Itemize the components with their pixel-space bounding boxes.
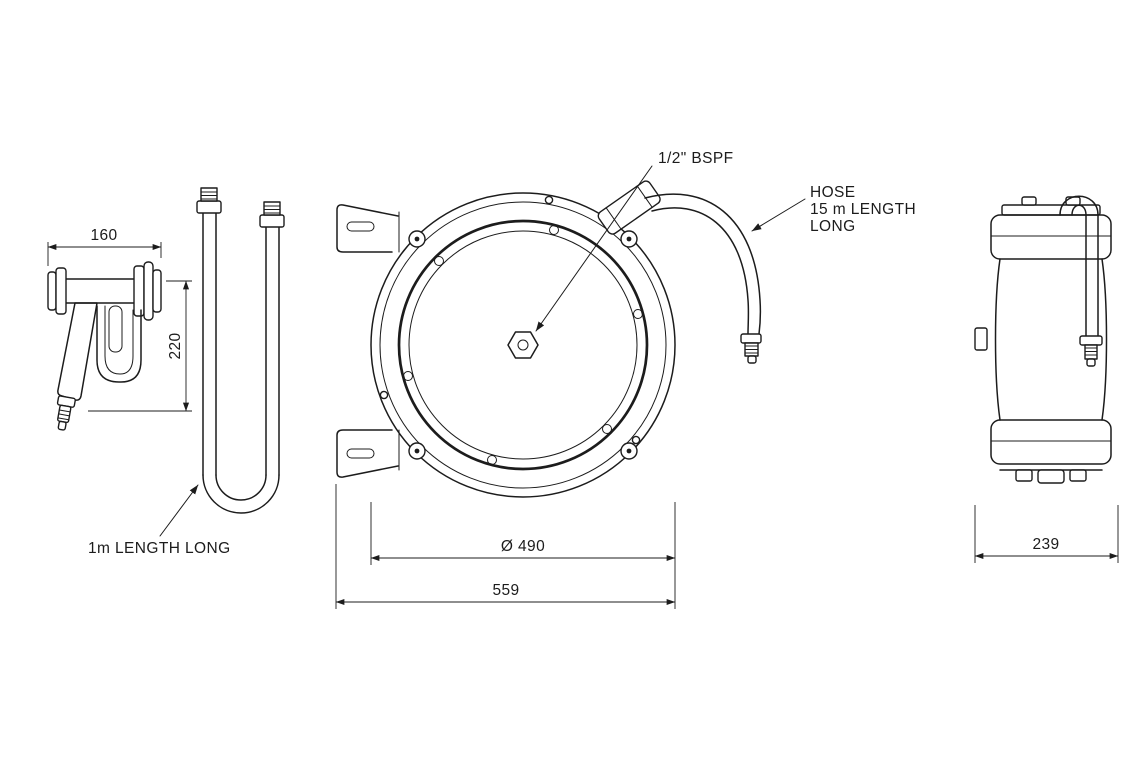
side-hose <box>1059 195 1103 367</box>
gun-height-dimension: 220 <box>88 280 192 412</box>
spray-gun-view <box>47 261 162 431</box>
label-hose-line3: LONG <box>810 218 856 235</box>
mount-bracket-bottom <box>336 429 400 478</box>
gun-outlet-fitting <box>56 395 76 431</box>
inlet-hose-view <box>196 187 285 514</box>
dim-text-overall: 559 <box>492 582 519 599</box>
hose-outlet-guide <box>597 180 661 235</box>
dim-text-gun-width: 160 <box>90 227 117 244</box>
centre-hex-inlet <box>507 331 539 359</box>
overall-width-dimension: 559 <box>335 484 676 609</box>
label-inlet-hose: 1m LENGTH LONG <box>88 540 231 557</box>
reel-side-view <box>974 195 1112 484</box>
hose-label: HOSE 15 m LENGTH LONG <box>751 184 916 235</box>
hose-end-fitting <box>740 333 762 364</box>
label-hose-line2: 15 m LENGTH <box>810 201 916 218</box>
bspf-label: 1/2" BSPF <box>535 150 733 332</box>
inlet-hose-label: 1m LENGTH LONG <box>88 484 231 557</box>
label-hose-line1: HOSE <box>810 184 856 201</box>
dim-text-diameter: Ø 490 <box>501 538 545 555</box>
label-bspf: 1/2" BSPF <box>658 150 733 167</box>
gun-width-dimension: 160 <box>47 227 162 266</box>
reel-diameter-dimension: Ø 490 <box>370 502 676 609</box>
dim-text-depth: 239 <box>1032 536 1059 553</box>
dim-text-gun-height: 220 <box>167 332 184 359</box>
mount-bracket-top <box>336 204 400 253</box>
depth-dimension: 239 <box>974 505 1119 563</box>
reel-front-view <box>336 180 762 498</box>
